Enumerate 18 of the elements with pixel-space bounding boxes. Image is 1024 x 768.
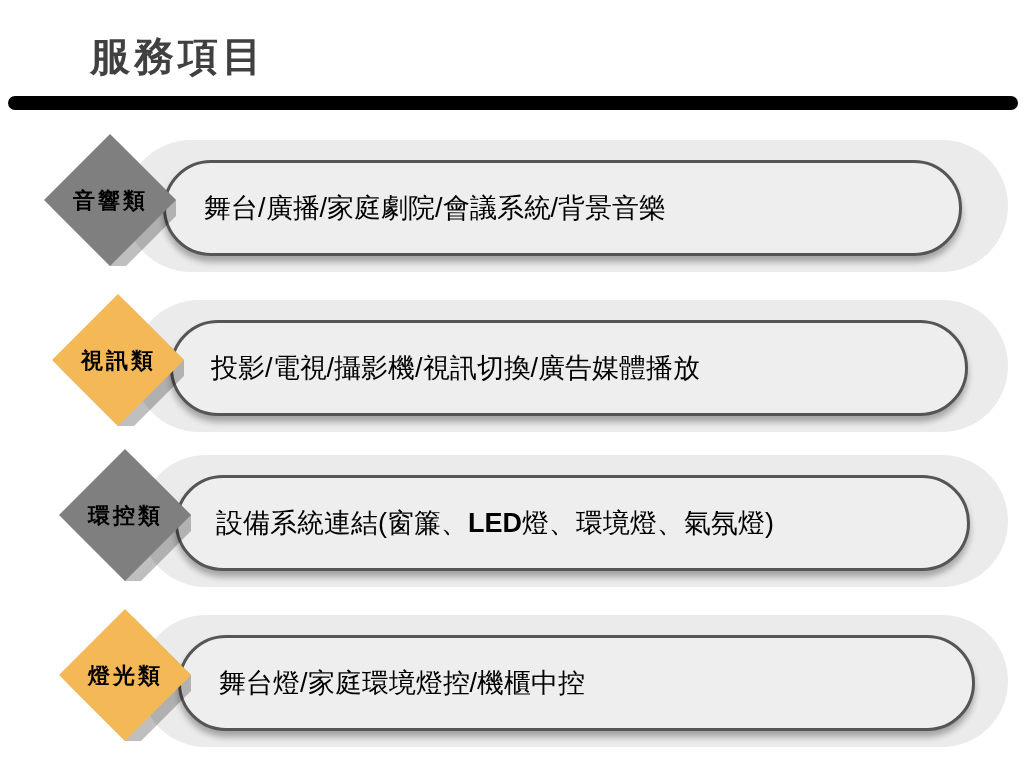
item-pill bbox=[170, 320, 968, 416]
item-text: 舞台燈/家庭環境燈控/機櫃中控 bbox=[219, 666, 585, 700]
title: 服務項目 bbox=[90, 31, 266, 81]
category-diamond bbox=[52, 294, 184, 426]
item-pill bbox=[175, 475, 970, 571]
item-text: 設備系統連結(窗簾、LED燈、環境燈、氣氛燈) bbox=[216, 506, 774, 540]
item-pill bbox=[178, 635, 975, 731]
item-pill bbox=[163, 160, 962, 256]
title-rule-bar bbox=[8, 96, 1018, 110]
category-diamond bbox=[59, 449, 191, 581]
category-diamond bbox=[44, 134, 176, 266]
item-text: 舞台/廣播/家庭劇院/會議系統/背景音樂 bbox=[204, 191, 666, 225]
category-diamond bbox=[59, 609, 191, 741]
item-text: 投影/電視/攝影機/視訊切換/廣告媒體播放 bbox=[211, 351, 700, 385]
category-label: 燈光類 bbox=[87, 660, 163, 690]
category-label: 音響類 bbox=[72, 185, 148, 215]
category-label: 環控類 bbox=[87, 500, 163, 530]
category-label: 視訊類 bbox=[80, 345, 156, 375]
